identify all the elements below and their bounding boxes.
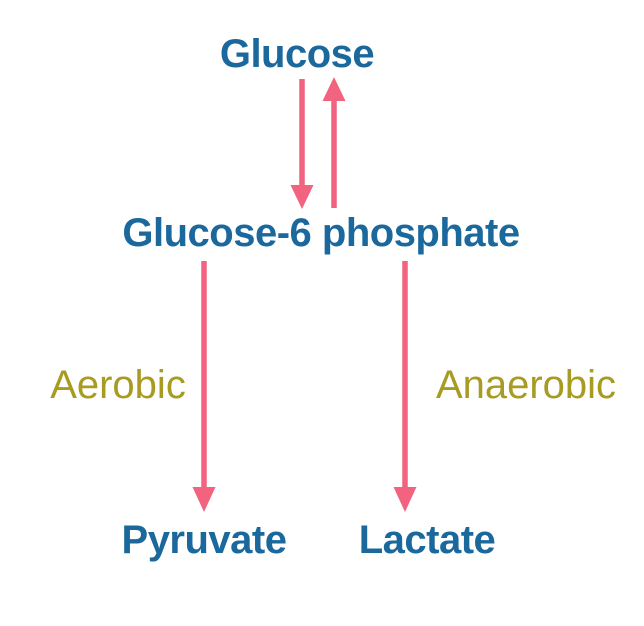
arrow-glucose-to-g6p (290, 79, 314, 209)
edge-label-aerobic: Aerobic (50, 363, 186, 407)
arrow-head-down-icon (192, 487, 216, 512)
arrow-g6p-to-glucose (322, 77, 346, 208)
edge-label-anaerobic: Anaerobic (435, 363, 617, 407)
node-glucose-6-phosphate: Glucose-6 phosphate (122, 211, 520, 255)
arrow-head-up-icon (322, 77, 346, 101)
node-lactate: Lactate (358, 518, 496, 562)
arrow-head-down-icon (393, 487, 417, 512)
arrow-g6p-to-pyruvate (192, 261, 216, 512)
arrow-g6p-to-lactate (393, 261, 417, 512)
arrow-head-down-icon (290, 185, 314, 209)
node-glucose: Glucose (219, 32, 375, 76)
node-pyruvate: Pyruvate (121, 518, 287, 562)
